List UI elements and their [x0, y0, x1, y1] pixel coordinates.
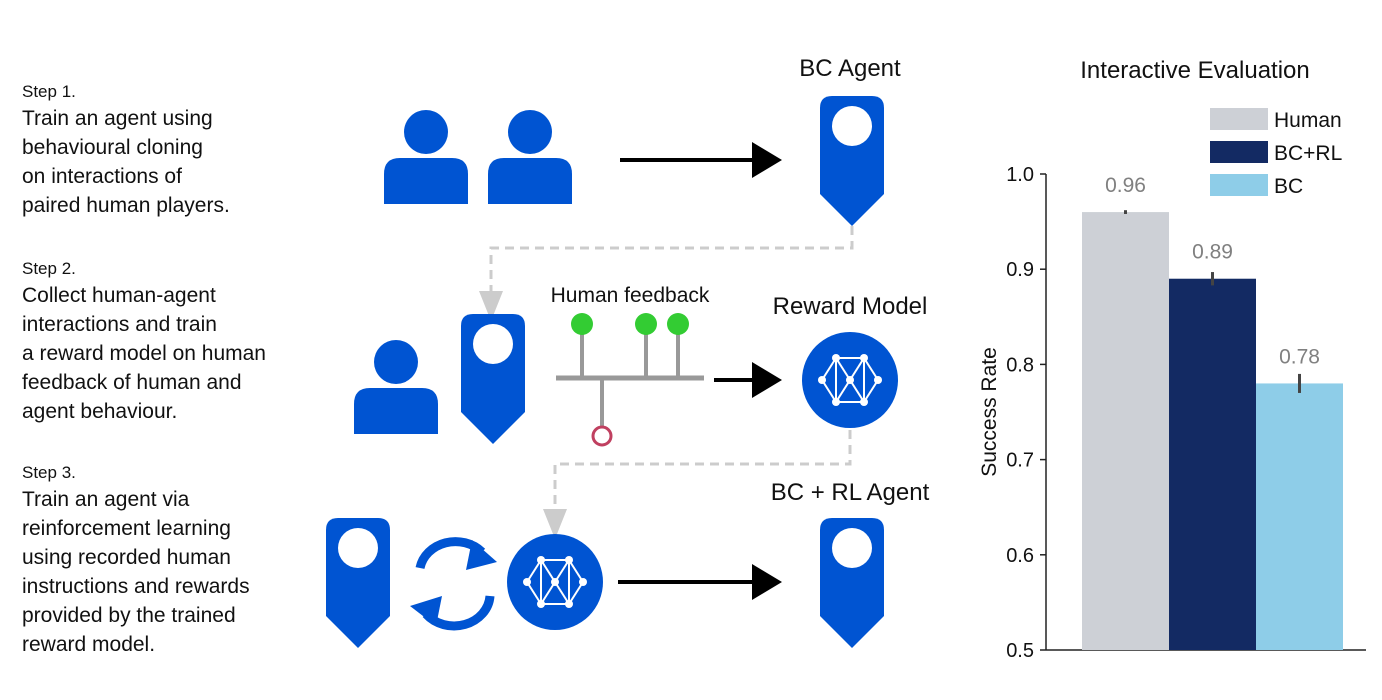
- legend-swatch: [1210, 174, 1268, 196]
- step-2-line-2: interactions and train: [22, 313, 217, 336]
- bar-bc-rl: [1169, 278, 1256, 650]
- y-tick-label: 0.7: [1006, 450, 1034, 472]
- bar-value-label: 0.89: [1192, 241, 1233, 264]
- legend-swatch: [1210, 141, 1268, 163]
- bar-value-label: 0.96: [1105, 174, 1146, 197]
- y-tick-label: 0.9: [1006, 259, 1034, 281]
- bc-agent-pin-icon: [820, 96, 884, 226]
- feedback-tree-icon: [556, 313, 704, 447]
- step-2-line-5: agent behaviour.: [22, 400, 178, 423]
- agent-pin-icon: [461, 314, 525, 444]
- y-tick-label: 1.0: [1006, 164, 1034, 186]
- dashed-connector: [479, 226, 854, 321]
- person-icon: [488, 110, 572, 204]
- y-tick-label: 0.8: [1006, 354, 1034, 376]
- step-1-heading: Step 1.: [22, 82, 76, 101]
- legend-swatch: [1210, 108, 1268, 130]
- cycle-arrows-icon: [410, 537, 497, 631]
- bc-agent-label: BC Agent: [799, 55, 901, 82]
- step-2-line-3: a reward model on human: [22, 342, 266, 365]
- legend-label: BC+RL: [1274, 142, 1342, 165]
- step-1-line-4: paired human players.: [22, 194, 230, 217]
- step-1-line-3: on interactions of: [22, 165, 182, 188]
- bar-bc: [1256, 383, 1343, 650]
- arrow-right-icon: [618, 564, 782, 600]
- step-3-line-2: reinforcement learning: [22, 517, 231, 540]
- arrow-right-icon: [620, 142, 782, 178]
- bc-rl-agent-label: BC + RL Agent: [771, 479, 930, 506]
- bar-human: [1082, 212, 1169, 650]
- step-2-line-4: feedback of human and: [22, 371, 242, 394]
- step-2-heading: Step 2.: [22, 259, 76, 278]
- agent-pin-icon: [326, 518, 390, 648]
- step-3-line-6: reward model.: [22, 633, 156, 656]
- y-tick-label: 0.5: [1006, 640, 1034, 662]
- step-3-line-5: provided by the trained: [22, 604, 236, 627]
- step-3-line-4: instructions and rewards: [22, 575, 250, 598]
- y-tick-label: 0.6: [1006, 545, 1034, 567]
- dashed-connector: [543, 430, 852, 539]
- step-3-heading: Step 3.: [22, 463, 76, 482]
- person-icon: [354, 340, 438, 434]
- pipeline-diagram: BC Agent Human feedback Reward Model BC …: [326, 55, 930, 648]
- reward-model-label: Reward Model: [773, 293, 928, 320]
- step-2-line-1: Collect human-agent: [22, 284, 216, 307]
- reward-model-network-icon: [506, 533, 604, 631]
- chart-title: Interactive Evaluation: [1080, 57, 1309, 84]
- step-3-line-3: using recorded human: [22, 546, 231, 569]
- reward-model-network-icon: [801, 331, 899, 429]
- bar-value-label: 0.78: [1279, 345, 1320, 368]
- human-feedback-label: Human feedback: [551, 284, 710, 307]
- legend-label: Human: [1274, 109, 1342, 132]
- legend-label: BC: [1274, 175, 1303, 198]
- arrow-right-icon: [714, 362, 782, 398]
- step-3-line-1: Train an agent via: [22, 488, 190, 511]
- y-axis-label: Success Rate: [978, 347, 1001, 477]
- step-1-line-2: behavioural cloning: [22, 136, 203, 159]
- person-icon: [384, 110, 468, 204]
- step-1-line-1: Train an agent using: [22, 107, 213, 130]
- bc-rl-agent-pin-icon: [820, 518, 884, 648]
